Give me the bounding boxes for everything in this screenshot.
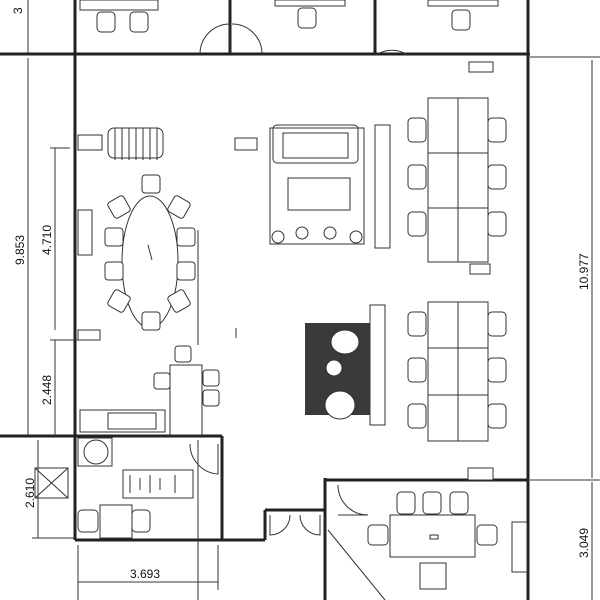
dim-top-left: 3 (11, 7, 25, 14)
dim-lounge-zone: 2.448 (40, 375, 54, 405)
cafe-table (79, 345, 220, 436)
top-offices-furniture (79, 0, 499, 33)
workstations (407, 97, 507, 442)
doors (189, 23, 407, 536)
dimension-lines (27, 0, 593, 600)
dim-toilet-zone: 2.610 (23, 478, 37, 508)
dim-conference-zone: 4.710 (40, 225, 54, 255)
dim-meeting-room: 3.049 (577, 528, 591, 558)
lounge-area (234, 61, 494, 426)
dim-kitchen-width: 3.693 (130, 567, 160, 581)
conference-table (121, 195, 179, 329)
conference-table-area (77, 127, 199, 345)
kitchen-room (34, 437, 194, 539)
dim-left-total: 9.853 (13, 235, 27, 265)
dim-right-total: 10.977 (577, 253, 591, 290)
meeting-room (367, 467, 528, 590)
conference-chairs (104, 174, 196, 331)
dimension-labels: 3 9.853 4.710 2.448 2.610 3.693 10.977 3… (11, 7, 591, 581)
